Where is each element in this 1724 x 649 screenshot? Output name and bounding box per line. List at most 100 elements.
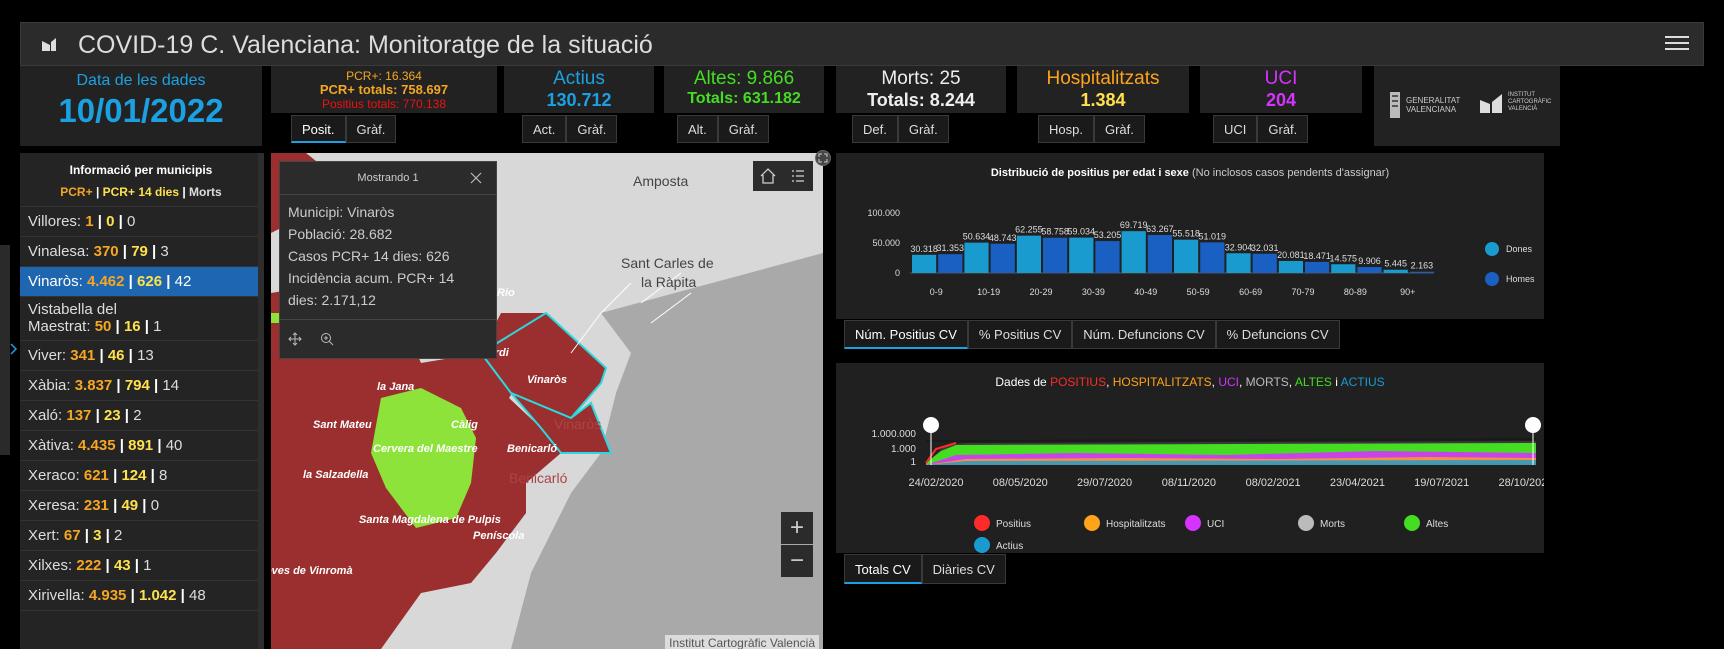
sidebar-scrollbar[interactable] [258, 153, 264, 649]
municipality-name: Maestrat: [28, 318, 91, 335]
list-item[interactable]: Vinalesa: 370 | 79 | 3 [20, 237, 262, 267]
tab-num-defuncions[interactable]: Núm. Defuncions CV [1072, 320, 1216, 349]
map-label-sant-mateu: Sant Mateu [313, 419, 372, 431]
list-item[interactable]: Xeresa: 231 | 49 | 0 [20, 491, 262, 521]
municipality-name: Xàbia: [28, 377, 71, 394]
legend-swatch [1404, 515, 1420, 531]
legend-label: Altes [1426, 519, 1448, 530]
tab-alt[interactable]: Alt. [677, 115, 718, 143]
list-item[interactable]: Vinaròs: 4.462 | 626 | 42 [20, 267, 262, 297]
logos-box: GENERALITAT VALENCIANA INSTITUT CARTOGRÀ… [1374, 66, 1560, 146]
zoom-out-button[interactable]: − [781, 545, 813, 577]
tab-hosp[interactable]: Hosp. [1038, 115, 1094, 143]
morts-count: 1 [143, 557, 152, 574]
bar-data-label: 31.353 [937, 243, 965, 253]
timeline-title: Dades de POSITIUS, HOSPITALITZATS, UCI, … [836, 375, 1544, 389]
list-item[interactable]: Xàtiva: 4.435 | 891 | 40 [20, 431, 262, 461]
tab-def[interactable]: Def. [852, 115, 898, 143]
tab-posit-graf[interactable]: Gràf. [345, 115, 397, 143]
tab-hosp-graf[interactable]: Gràf. [1093, 115, 1145, 143]
altes-box: Altes: 9.866 Totals: 631.182 [664, 66, 824, 113]
tab-alt-graf[interactable]: Gràf. [717, 115, 769, 143]
popup-casos: Casos PCR+ 14 dies: 626 [288, 248, 450, 264]
menu-icon[interactable] [1665, 32, 1689, 56]
app-title: COVID-19 C. Valenciana: Monitoratge de l… [78, 31, 653, 59]
pcr-total: PCR+ totals: 758.697 [319, 82, 449, 97]
legend-swatch [1298, 515, 1314, 531]
morts-count: 48 [189, 587, 206, 604]
expand-arrow-icon[interactable] [10, 343, 18, 355]
close-icon[interactable] [470, 172, 482, 184]
tab-pct-defuncions[interactable]: % Defuncions CV [1215, 320, 1340, 349]
list-item[interactable]: Villores: 1 | 0 | 0 [20, 207, 262, 237]
tab-uci[interactable]: UCI [1213, 115, 1258, 143]
y-tick-label: 1 [910, 457, 916, 468]
range-slider-handle-left[interactable] [923, 417, 939, 433]
list-item[interactable]: Xilxes: 222 | 43 | 1 [20, 551, 262, 581]
list-item[interactable]: Xert: 67 | 3 | 2 [20, 521, 262, 551]
zoom-to-icon[interactable] [320, 332, 334, 346]
home-button[interactable] [753, 161, 783, 191]
morts-count: 42 [174, 273, 192, 290]
municipality-name: Vinaròs: [28, 273, 83, 290]
pcr14-count: 124 [121, 467, 147, 484]
bar [1331, 264, 1356, 273]
municipality-name: Xirivella: [28, 587, 85, 604]
tab-posit[interactable]: Posit. [291, 115, 346, 143]
hosp-label: Hospitalitzats [1046, 68, 1160, 89]
bar [964, 242, 989, 273]
list-item[interactable]: Xàbia: 3.837 | 794 | 14 [20, 371, 262, 401]
bar [1095, 241, 1120, 273]
tab-diaries-cv[interactable]: Diàries CV [921, 554, 1006, 584]
pcr-tabs: Posit. Gràf. [291, 115, 397, 143]
map-label-peniscola: Peníscola [473, 530, 525, 542]
range-slider-handle-right[interactable] [1525, 417, 1541, 433]
popup-body: Municipi: Vinaròs Població: 28.682 Casos… [280, 195, 496, 317]
subtitle-pcr14: PCR+ 14 dies [102, 185, 180, 199]
subtitle-sep: | [179, 185, 190, 199]
zoom-in-button[interactable]: + [781, 512, 813, 544]
morts-total: Totals: 8.244 [867, 90, 975, 110]
map-label-la-jana: la Jana [377, 381, 415, 393]
morts-count: 2 [113, 527, 123, 544]
layer-list-button[interactable] [783, 161, 813, 191]
x-tick-label: 29/07/2020 [1077, 477, 1132, 489]
pcr-count: 4.435 [78, 437, 116, 454]
pcr14-count: 3 [93, 527, 102, 544]
bar-data-label: 50.634 [963, 232, 991, 242]
map-label-benicarlo-city: Benicarló [509, 470, 568, 486]
timeline-title-part: ACTIUS [1340, 375, 1385, 389]
timeline-tabs: Totals CV Diàries CV [844, 554, 1006, 584]
tab-uci-graf[interactable]: Gràf. [1257, 115, 1309, 143]
uci-tabs: UCI Gràf. [1213, 115, 1309, 143]
x-tick-label: 23/04/2021 [1330, 477, 1385, 489]
altes-tabs: Alt. Gràf. [677, 115, 769, 143]
map-canvas[interactable] [271, 153, 823, 649]
timeline-title-part: i [1331, 375, 1341, 389]
list-item[interactable]: Viver: 341 | 46 | 13 [20, 341, 262, 371]
x-tick-label: 08/05/2020 [993, 477, 1048, 489]
morts-count: 2 [133, 407, 142, 424]
tab-num-positius[interactable]: Núm. Positius CV [844, 320, 968, 349]
tab-pct-positius[interactable]: % Positius CV [967, 320, 1073, 349]
uci-box: UCI 204 [1200, 66, 1362, 113]
municipality-name: Vistabella del [28, 301, 117, 318]
list-item[interactable]: Xeraco: 621 | 124 | 8 [20, 461, 262, 491]
y-tick-label: 100.000 [867, 208, 900, 218]
tab-act[interactable]: Act. [522, 115, 567, 143]
map-view[interactable]: Amposta Sant Carles de la Ràpita Vinaròs… [271, 153, 823, 649]
tab-act-graf[interactable]: Gràf. [566, 115, 618, 143]
tab-totals-cv[interactable]: Totals CV [844, 554, 922, 584]
morts-count: 3 [160, 243, 169, 260]
separator: | [118, 243, 132, 260]
timeline-title-part: , [1239, 375, 1246, 389]
pan-icon[interactable] [288, 332, 302, 346]
list-item[interactable]: Xaló: 137 | 23 | 2 [20, 401, 262, 431]
uci-label: UCI [1264, 68, 1298, 89]
bar [1147, 235, 1172, 273]
sidebar-collapse-handle[interactable] [0, 245, 10, 455]
tab-def-graf[interactable]: Gràf. [897, 115, 949, 143]
list-item[interactable]: Xirivella: 4.935 | 1.042 | 48 [20, 581, 262, 611]
expand-map-button[interactable] [815, 150, 831, 166]
